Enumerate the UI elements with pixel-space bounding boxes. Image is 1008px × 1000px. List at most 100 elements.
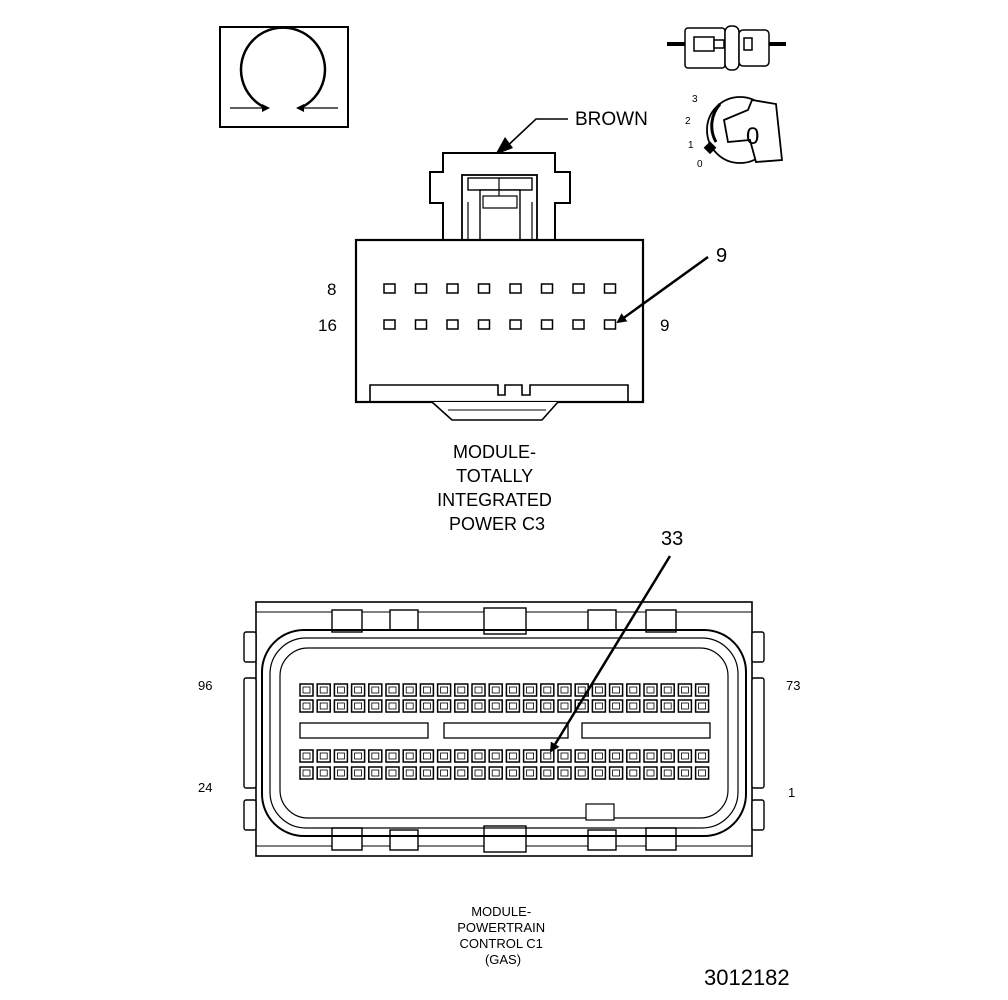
- c1-pin-cavity-inner: [612, 752, 620, 760]
- c1-pin-cavity: [454, 749, 469, 763]
- c1-pin-cavity: [419, 766, 435, 780]
- c3-pin-cavity: [572, 283, 585, 294]
- c1-pin-cavity: [660, 699, 675, 713]
- connector-c1: 96 73 24 1 33 MODULE- POWERTRAIN CONTROL…: [198, 528, 800, 967]
- c1-pin-cavity: [505, 766, 521, 780]
- c1-pin-cavity-inner: [526, 702, 534, 710]
- c1-pin-cavity-inner: [543, 702, 552, 710]
- c1-pin-cavity: [643, 749, 658, 763]
- c1-title-line-3: CONTROL C1: [460, 936, 543, 951]
- c1-pin-cavity: [694, 749, 710, 763]
- c1-pin-cavity-inner: [612, 702, 620, 710]
- c1-pin-cavity-inner: [663, 686, 672, 694]
- c3-pin-cavity: [477, 283, 491, 294]
- c1-pin-cavity: [488, 749, 503, 763]
- c3-pin-cavity: [603, 283, 617, 294]
- c1-pin-cavity-inner: [560, 769, 569, 777]
- c1-pin-cavity-inner: [508, 686, 517, 694]
- c1-pin-cavity-inner: [405, 702, 414, 710]
- c3-pin-cavity: [572, 319, 585, 330]
- c1-pin-cavity-inner: [526, 686, 534, 694]
- c1-pin-cavity: [694, 766, 710, 780]
- c1-pin-cavity: [660, 766, 675, 780]
- connector-plug-icon: [667, 25, 786, 71]
- connector-c3: BROWN 8 16 9 9 MODULE- TOTALLY INTEGRATE…: [318, 109, 727, 534]
- c1-pin-cavity-inner: [302, 769, 311, 777]
- c1-pin-cavity-inner: [474, 702, 483, 710]
- c1-pin-cavity: [402, 749, 417, 763]
- c1-pin-cavity-inner: [646, 702, 655, 710]
- c1-pin-cavity-inner: [560, 702, 569, 710]
- c1-pin-cavity: [316, 766, 331, 780]
- c3-pin-cavity: [477, 319, 491, 330]
- c1-pin-cavity: [333, 683, 349, 697]
- c1-pin-cavity-inner: [663, 702, 672, 710]
- c1-pin-cavity-inner: [371, 769, 380, 777]
- c1-pin-cavity-inner: [629, 752, 638, 760]
- c1-pin-cavity: [643, 683, 658, 697]
- c1-pin-cavity-inner: [543, 769, 552, 777]
- c1-pin-cavity: [454, 766, 469, 780]
- c1-pin-cavity: [333, 766, 349, 780]
- c3-pin-label-8: 8: [327, 280, 336, 299]
- c1-pin-cavity-inner: [319, 752, 328, 760]
- c1-pin-cavity: [350, 749, 366, 763]
- c1-pin-cavity-inner: [371, 752, 380, 760]
- c1-pin-cavity: [626, 766, 641, 780]
- c1-pin-cavity-inner: [595, 769, 603, 777]
- c1-pin-cavity: [454, 699, 469, 713]
- c1-pin-cavity-inner: [474, 686, 483, 694]
- c1-pin-cavity: [299, 766, 314, 780]
- c1-pin-cavity: [385, 683, 400, 697]
- ignition-position-1: 1: [688, 140, 694, 151]
- c1-pin-cavity: [677, 766, 693, 780]
- c1-pin-cavity-inner: [388, 686, 397, 694]
- c1-pin-cavity-inner: [388, 752, 397, 760]
- c3-pin-cavity: [446, 319, 459, 330]
- c3-pin-cavity: [603, 319, 617, 330]
- c1-pin-cavity: [368, 699, 383, 713]
- ignition-position-0: 0: [697, 159, 703, 170]
- c1-pin-cavity: [402, 699, 417, 713]
- c1-pin-cavity: [350, 699, 366, 713]
- c1-pin-cavity-inner: [526, 752, 534, 760]
- c3-callout-arrow: [616, 255, 709, 324]
- c1-pin-cavity-inner: [595, 702, 603, 710]
- c1-pin-cavity: [436, 766, 452, 780]
- c1-pin-cavity-inner: [457, 769, 466, 777]
- c1-pin-cavity-inner: [629, 686, 638, 694]
- c1-pin-cavity-inner: [336, 769, 345, 777]
- c1-pin-cavity: [471, 699, 486, 713]
- c3-title-line-3: INTEGRATED: [437, 490, 552, 510]
- c1-pin-cavity-inner: [698, 686, 706, 694]
- c1-pin-cavity-inner: [371, 702, 380, 710]
- c1-pin-cavity-inner: [354, 769, 363, 777]
- connector-color-label: BROWN: [575, 109, 648, 130]
- c1-pin-cavity: [488, 699, 503, 713]
- c1-pin-cavity-inner: [663, 769, 672, 777]
- c1-pin-cavity: [643, 766, 658, 780]
- c1-pin-cavity-inner: [698, 702, 706, 710]
- c1-pin-cavity: [299, 699, 314, 713]
- c1-pin-cavity-inner: [388, 769, 397, 777]
- c1-pin-cavity-inner: [440, 752, 449, 760]
- c1-pin-cavity: [591, 699, 607, 713]
- c3-pin-cavity: [414, 283, 428, 294]
- c1-pin-cavity-inner: [422, 702, 431, 710]
- c1-pin-cavity: [643, 699, 658, 713]
- c3-pin-cavity: [540, 283, 554, 294]
- c1-pin-cavity-inner: [629, 702, 638, 710]
- c1-pin-cavity-inner: [491, 702, 500, 710]
- c1-pin-cavity: [505, 699, 521, 713]
- c1-pin-cavity: [299, 683, 314, 697]
- c1-pin-cavity-inner: [422, 752, 431, 760]
- c1-pin-cavity: [488, 766, 503, 780]
- c1-pin-cavity: [557, 766, 572, 780]
- c1-pin-cavity: [557, 699, 572, 713]
- c1-pin-cavity: [660, 749, 675, 763]
- c1-pin-cavity-inner: [577, 769, 586, 777]
- c1-pin-cavity: [608, 683, 624, 697]
- c1-pin-cavity: [522, 749, 538, 763]
- c1-pin-cavity: [368, 766, 383, 780]
- c1-title: MODULE- POWERTRAIN CONTROL C1 (GAS): [457, 904, 549, 967]
